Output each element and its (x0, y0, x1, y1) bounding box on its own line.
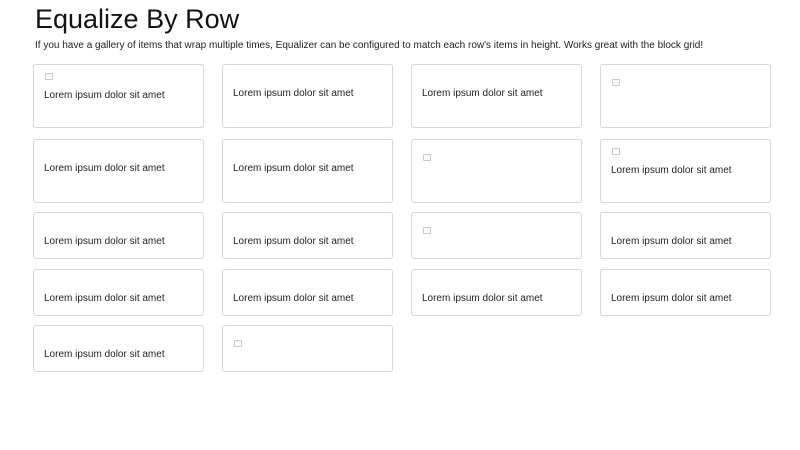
card-text: Lorem ipsum dolor sit amet (232, 163, 354, 174)
card: Lorem ipsum dolor sit amet (33, 211, 204, 259)
page-title: Equalize By Row (35, 4, 240, 34)
card-text: Lorem ipsum dolor sit amet (44, 90, 165, 101)
card: Lorem ipsum dolor sit amet (221, 211, 393, 259)
card: Lorem ipsum dolor sit amet (599, 211, 771, 259)
page-description: If you have a gallery of items that wrap… (35, 40, 704, 51)
grid-row: Lorem ipsum dolor sit amet Lorem ipsum do… (33, 211, 771, 259)
card (221, 325, 393, 372)
broken-image-icon (233, 340, 242, 347)
card-text: Lorem ipsum dolor sit amet (232, 235, 354, 247)
grid-row: Lorem ipsum dolor sit amet Lorem ipsum do… (33, 139, 771, 203)
card-text: Lorem ipsum dolor sit amet (610, 235, 732, 247)
card: Lorem ipsum dolor sit amet (33, 325, 204, 372)
card (410, 139, 582, 203)
card-text: Lorem ipsum dolor sit amet (44, 163, 165, 174)
card: Lorem ipsum dolor sit amet (33, 139, 204, 203)
card: Lorem ipsum dolor sit amet (33, 64, 204, 128)
card: Lorem ipsum dolor sit amet (599, 139, 771, 203)
broken-image-icon (611, 79, 620, 86)
card-text: Lorem ipsum dolor sit amet (610, 292, 732, 304)
card-text: Lorem ipsum dolor sit amet (44, 349, 165, 360)
card (599, 64, 771, 128)
card-text: Lorem ipsum dolor sit amet (610, 165, 732, 176)
card-text: Lorem ipsum dolor sit amet (44, 235, 165, 247)
card: Lorem ipsum dolor sit amet (410, 268, 582, 316)
grid-row: Lorem ipsum dolor sit amet Lorem ipsum do… (33, 268, 771, 316)
page: Equalize By Row If you have a gallery of… (0, 3, 800, 372)
card-text: Lorem ipsum dolor sit amet (421, 88, 543, 99)
card: Lorem ipsum dolor sit amet (221, 64, 393, 128)
card: Lorem ipsum dolor sit amet (410, 64, 582, 128)
card-text: Lorem ipsum dolor sit amet (421, 292, 543, 304)
card (410, 211, 582, 259)
broken-image-icon (45, 73, 53, 80)
broken-image-icon (422, 154, 431, 161)
card: Lorem ipsum dolor sit amet (599, 268, 771, 316)
grid-row: Lorem ipsum dolor sit amet (33, 325, 771, 372)
broken-image-icon (611, 148, 620, 155)
card: Lorem ipsum dolor sit amet (221, 268, 393, 316)
grid-row: Lorem ipsum dolor sit amet Lorem ipsum do… (33, 64, 771, 128)
card-text: Lorem ipsum dolor sit amet (232, 292, 354, 304)
card: Lorem ipsum dolor sit amet (33, 268, 204, 316)
broken-image-icon (422, 226, 431, 234)
card-text: Lorem ipsum dolor sit amet (44, 292, 165, 304)
card-text: Lorem ipsum dolor sit amet (232, 88, 354, 99)
card: Lorem ipsum dolor sit amet (221, 139, 393, 203)
